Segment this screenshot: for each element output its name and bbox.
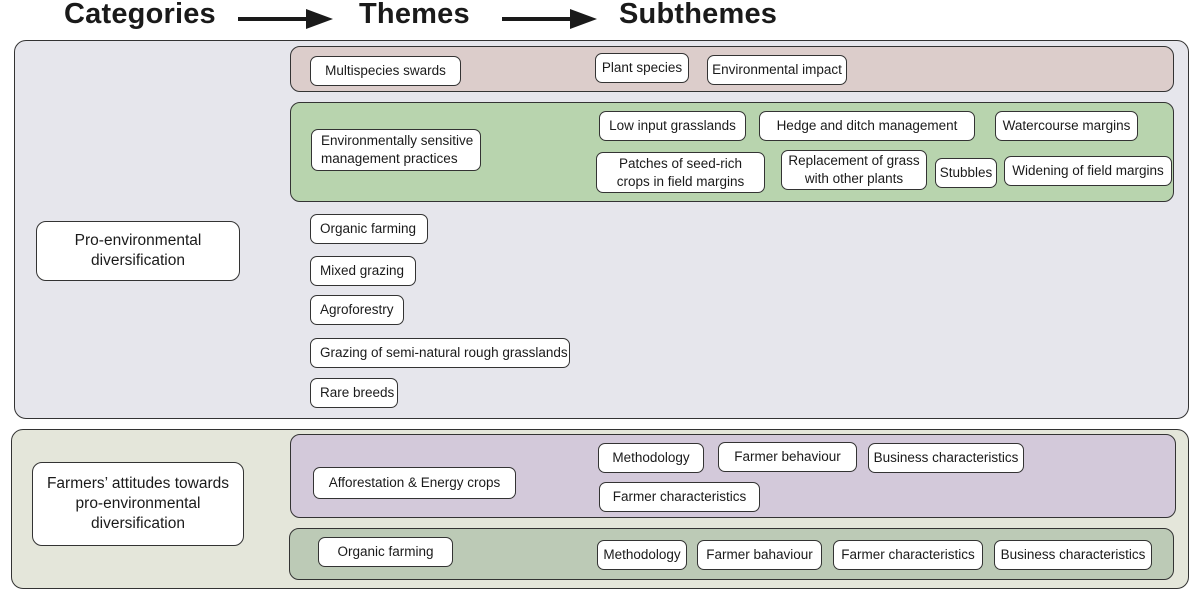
subtheme-seed-rich-crops: Patches of seed-rich crops in field marg… <box>596 152 765 193</box>
subtheme-farmer-behaviour: Farmer behaviour <box>718 442 857 472</box>
theme-afforestation: Afforestation & Energy crops <box>313 467 516 499</box>
subtheme-business-characteristics: Business characteristics <box>868 443 1024 473</box>
subtheme-replacement-grass: Replacement of grass with other plants <box>781 150 927 190</box>
subtheme-low-input-grasslands: Low input grasslands <box>599 111 746 141</box>
subtheme-widening-field-margins: Widening of field margins <box>1004 156 1172 186</box>
subtheme-farmer-characteristics: Farmer characteristics <box>599 482 760 512</box>
subtheme-hedge-ditch: Hedge and ditch management <box>759 111 975 141</box>
theme-multispecies-swards: Multispecies swards <box>310 56 461 86</box>
theme-environmental-practices: Environmentally sensitive management pra… <box>311 129 481 171</box>
arrow-right-icon <box>238 9 333 29</box>
subtheme-stubbles: Stubbles <box>935 158 997 188</box>
subtheme-plant-species: Plant species <box>595 53 689 83</box>
header-subthemes: Subthemes <box>619 0 778 30</box>
arrow-right-icon <box>502 9 597 29</box>
category-pro-environmental: Pro-environmental diversification <box>36 221 240 281</box>
theme-organic-farming: Organic farming <box>310 214 428 244</box>
subtheme-methodology: Methodology <box>598 443 704 473</box>
subtheme-farmer-bahaviour: Farmer bahaviour <box>697 540 822 570</box>
theme-rare-breeds: Rare breeds <box>310 378 398 408</box>
category-attitudes: Farmers’ attitudes towards pro-environme… <box>32 462 244 546</box>
theme-mixed-grazing: Mixed grazing <box>310 256 416 286</box>
theme-organic-farming-attitudes: Organic farming <box>318 537 453 567</box>
header-themes: Themes <box>359 0 470 30</box>
theme-rough-grasslands: Grazing of semi-natural rough grasslands <box>310 338 570 368</box>
header-categories: Categories <box>64 0 216 30</box>
subtheme-farmer-characteristics-organic: Farmer characteristics <box>833 540 983 570</box>
theme-agroforestry: Agroforestry <box>310 295 404 325</box>
subtheme-watercourse-margins: Watercourse margins <box>995 111 1138 141</box>
subtheme-methodology-organic: Methodology <box>597 540 687 570</box>
subtheme-business-characteristics-organic: Business characteristics <box>994 540 1152 570</box>
subtheme-environmental-impact: Environmental impact <box>707 55 847 85</box>
